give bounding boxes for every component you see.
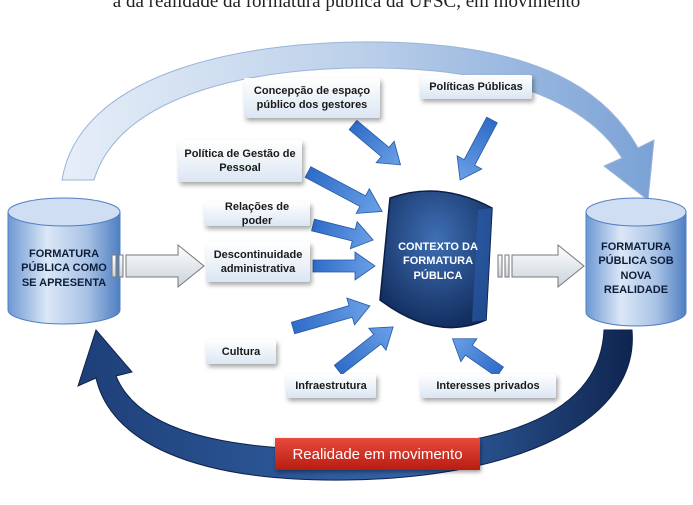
- factor-gestao-pessoal: Política de Gestão de Pessoal: [178, 140, 302, 182]
- center-label: CONTEXTO DA FORMATURA PÚBLICA: [398, 241, 478, 282]
- factor-interesses-privados: Interesses privados: [420, 374, 556, 398]
- arrow-interesses: [451, 338, 504, 378]
- arrow-gestao: [304, 166, 383, 214]
- factor-cultura: Cultura: [206, 340, 276, 364]
- right-cylinder-label: FORMATURA PÚBLICA SOB NOVA REALIDADE: [598, 241, 674, 296]
- center-shape: [379, 190, 493, 329]
- arrow-politicas: [456, 116, 498, 181]
- factor-concepcao: Concepção de espaço público dos gestores: [244, 78, 380, 118]
- left-cylinder-label: FORMATURA PÚBLICA COMO SE APRESENTA: [21, 248, 107, 289]
- realidade-banner: Realidade em movimento: [275, 438, 480, 470]
- right-cylinder: [585, 197, 687, 327]
- factor-infraestrutura: Infraestrutura: [286, 374, 376, 398]
- header-text: a da realidade da formatura pública da U…: [112, 0, 581, 12]
- factor-descontinuidade: Descontinuidade administrativa: [206, 242, 310, 282]
- left-cylinder: [7, 197, 121, 325]
- arrow-relacoes: [311, 218, 374, 250]
- arrow-cultura: [290, 297, 371, 335]
- factor-relacoes-poder: Relações de poder: [204, 201, 310, 227]
- arrow-descontinuidade: [312, 251, 376, 281]
- right-white-arrow: [497, 243, 585, 289]
- arrow-concepcao: [348, 119, 402, 166]
- left-white-arrow: [111, 243, 205, 289]
- factor-politicas-publicas: Políticas Públicas: [420, 75, 532, 99]
- arrow-infraestrutura: [333, 326, 394, 376]
